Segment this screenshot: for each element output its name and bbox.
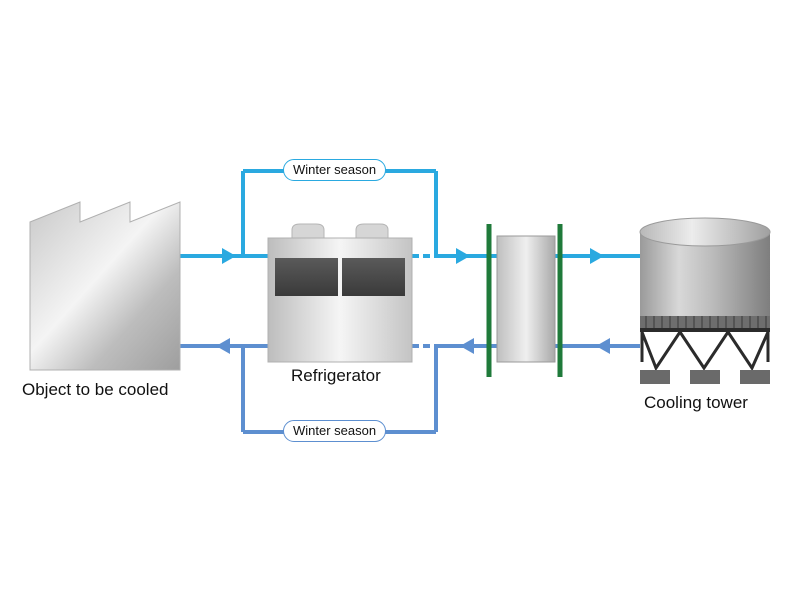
winter-season-label-bottom: Winter season [283,420,387,442]
return-arrows [216,338,610,354]
refrigerator-label: Refrigerator [291,366,381,385]
object-to-be-cooled-label: Object to be cooled [22,380,169,399]
cooling-tower-label: Cooling tower [644,393,748,412]
winter-season-label-top: Winter season [283,159,387,181]
cooling-tower-icon [639,217,771,384]
supply-arrows [222,248,604,264]
refrigerator-icon [267,223,413,363]
factory-icon [29,201,181,371]
heat-exchanger-icon [486,224,563,377]
